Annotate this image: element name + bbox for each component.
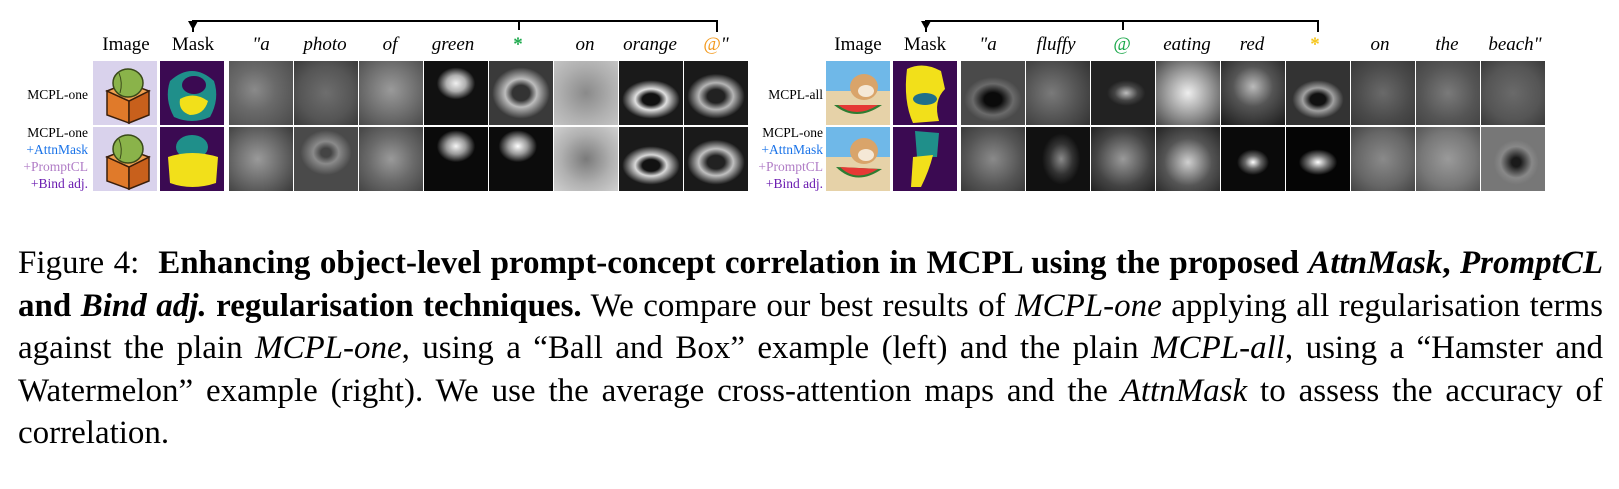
row-label-promptcl: +PromptCL	[23, 159, 88, 174]
left-bracket	[192, 20, 718, 32]
left-token-5: on	[575, 34, 595, 55]
left-token-6: orange	[623, 34, 677, 55]
right-image-header: Image	[834, 34, 882, 55]
attention-map	[424, 61, 488, 125]
caption-bold-3: and	[18, 287, 72, 324]
attention-map	[1286, 127, 1350, 191]
caption-text-2: applying all regularisation terms agains…	[18, 287, 1603, 367]
attention-map	[1351, 61, 1415, 125]
attention-map	[1416, 61, 1480, 125]
caption-it-3: MCPL-all	[1151, 330, 1285, 366]
left-token-1: photo	[303, 34, 347, 55]
left-token-4: *	[513, 34, 523, 55]
ball-box-image-row2	[93, 127, 157, 191]
attention-map	[961, 61, 1025, 125]
right-bracket-arrow	[921, 21, 931, 30]
hamster-watermelon-image-row1	[826, 61, 890, 125]
attention-map	[1091, 61, 1155, 125]
right-token-4: red	[1239, 34, 1265, 55]
caption-text-5: to assess the accuracy of correlation.	[18, 372, 1604, 452]
caption-text-3: , using a “Ball and Box” example (left) …	[401, 330, 1139, 366]
caption-bold-1: Enhancing object-level prompt-concept co…	[158, 245, 1299, 281]
left-token-0: "a	[252, 34, 270, 55]
attention-map	[229, 61, 293, 125]
attention-map	[424, 127, 488, 191]
caption-bold-2: ,	[1442, 245, 1451, 281]
hamster-watermelon-mask-row2	[893, 127, 957, 191]
left-token-7: @"	[703, 34, 729, 55]
attention-map	[1026, 61, 1090, 125]
attention-map	[1221, 61, 1285, 125]
attention-map	[554, 127, 618, 191]
attention-map	[961, 127, 1025, 191]
right-token-8: beach"	[1488, 34, 1542, 55]
ball-box-mask-row1	[160, 61, 224, 125]
right-token-2: @	[1113, 34, 1131, 55]
caption-it-4: AttnMask	[1120, 372, 1248, 409]
right-mask-header: Mask	[903, 34, 947, 55]
attention-map	[1481, 127, 1545, 191]
hamster-watermelon-mask-row1	[893, 61, 957, 125]
attention-map	[359, 127, 423, 191]
attention-map	[1351, 127, 1415, 191]
figure-caption: Figure 4: Enhancing object-level prompt-…	[18, 242, 1603, 455]
attention-map	[1156, 127, 1220, 191]
caption-text-4: , using a “Hamster and Watermelon” examp…	[18, 330, 1604, 409]
row-label-bindadj: +Bind adj.	[765, 176, 823, 191]
attention-map	[489, 127, 553, 191]
row-label-bindadj: +Bind adj.	[30, 176, 88, 191]
right-token-7: the	[1435, 34, 1459, 55]
caption-bold-it-3: Bind adj.	[80, 287, 207, 324]
left-image-header: Image	[102, 34, 150, 55]
left-token-3: green	[431, 34, 475, 55]
left-bracket-arrow	[188, 21, 198, 30]
attention-map	[1091, 127, 1155, 191]
row-label-mcpl: MCPL-one	[27, 125, 88, 140]
left-row1-label: MCPL-one	[27, 87, 88, 102]
right-token-1: fluffy	[1036, 34, 1076, 55]
right-row1-label: MCPL-all	[768, 87, 823, 102]
caption-text-1: We compare our best results of	[590, 287, 1006, 324]
left-bracket-tick	[518, 20, 520, 30]
right-row2-labels: MCPL-one +AttnMask +PromptCL +Bind adj.	[758, 124, 823, 192]
attention-map	[554, 61, 618, 125]
figure-label: Figure 4:	[18, 245, 140, 281]
attention-map	[1156, 61, 1220, 125]
attention-map	[684, 127, 748, 191]
attention-map	[619, 127, 683, 191]
caption-it-1: MCPL-one	[1015, 287, 1162, 324]
caption-bold-it-1: AttnMask	[1308, 245, 1443, 281]
caption-it-2: MCPL-one	[254, 330, 402, 366]
right-token-6: on	[1370, 34, 1390, 55]
ball-box-image-row1	[93, 61, 157, 125]
attention-map	[1221, 127, 1285, 191]
hamster-watermelon-image-row2	[826, 127, 890, 191]
right-token-0: "a	[979, 34, 997, 55]
row-label-attnmask: +AttnMask	[26, 142, 88, 157]
attention-map	[1026, 127, 1090, 191]
ball-box-mask-row2	[160, 127, 224, 191]
attention-map	[359, 61, 423, 125]
attention-map	[294, 127, 358, 191]
right-token-3: eating	[1163, 34, 1211, 55]
attention-map	[1416, 127, 1480, 191]
attention-map	[294, 61, 358, 125]
row-label-promptcl: +PromptCL	[758, 159, 823, 174]
attention-map	[489, 61, 553, 125]
caption-bold-4: regularisation techniques.	[216, 287, 582, 324]
left-row2-labels: MCPL-one +AttnMask +PromptCL +Bind adj.	[23, 124, 88, 192]
attention-map	[684, 61, 748, 125]
attention-map	[1286, 61, 1350, 125]
attention-map	[619, 61, 683, 125]
left-token-2: of	[382, 34, 398, 55]
caption-bold-it-2: PromptCL	[1460, 245, 1604, 281]
attention-map	[229, 127, 293, 191]
row-label-attnmask: +AttnMask	[761, 142, 823, 157]
row-label-mcpl: MCPL-one	[762, 125, 823, 140]
right-bracket-tick	[1122, 20, 1124, 30]
left-mask-header: Mask	[171, 34, 215, 55]
attention-map	[1481, 61, 1545, 125]
right-token-5: *	[1310, 34, 1320, 55]
